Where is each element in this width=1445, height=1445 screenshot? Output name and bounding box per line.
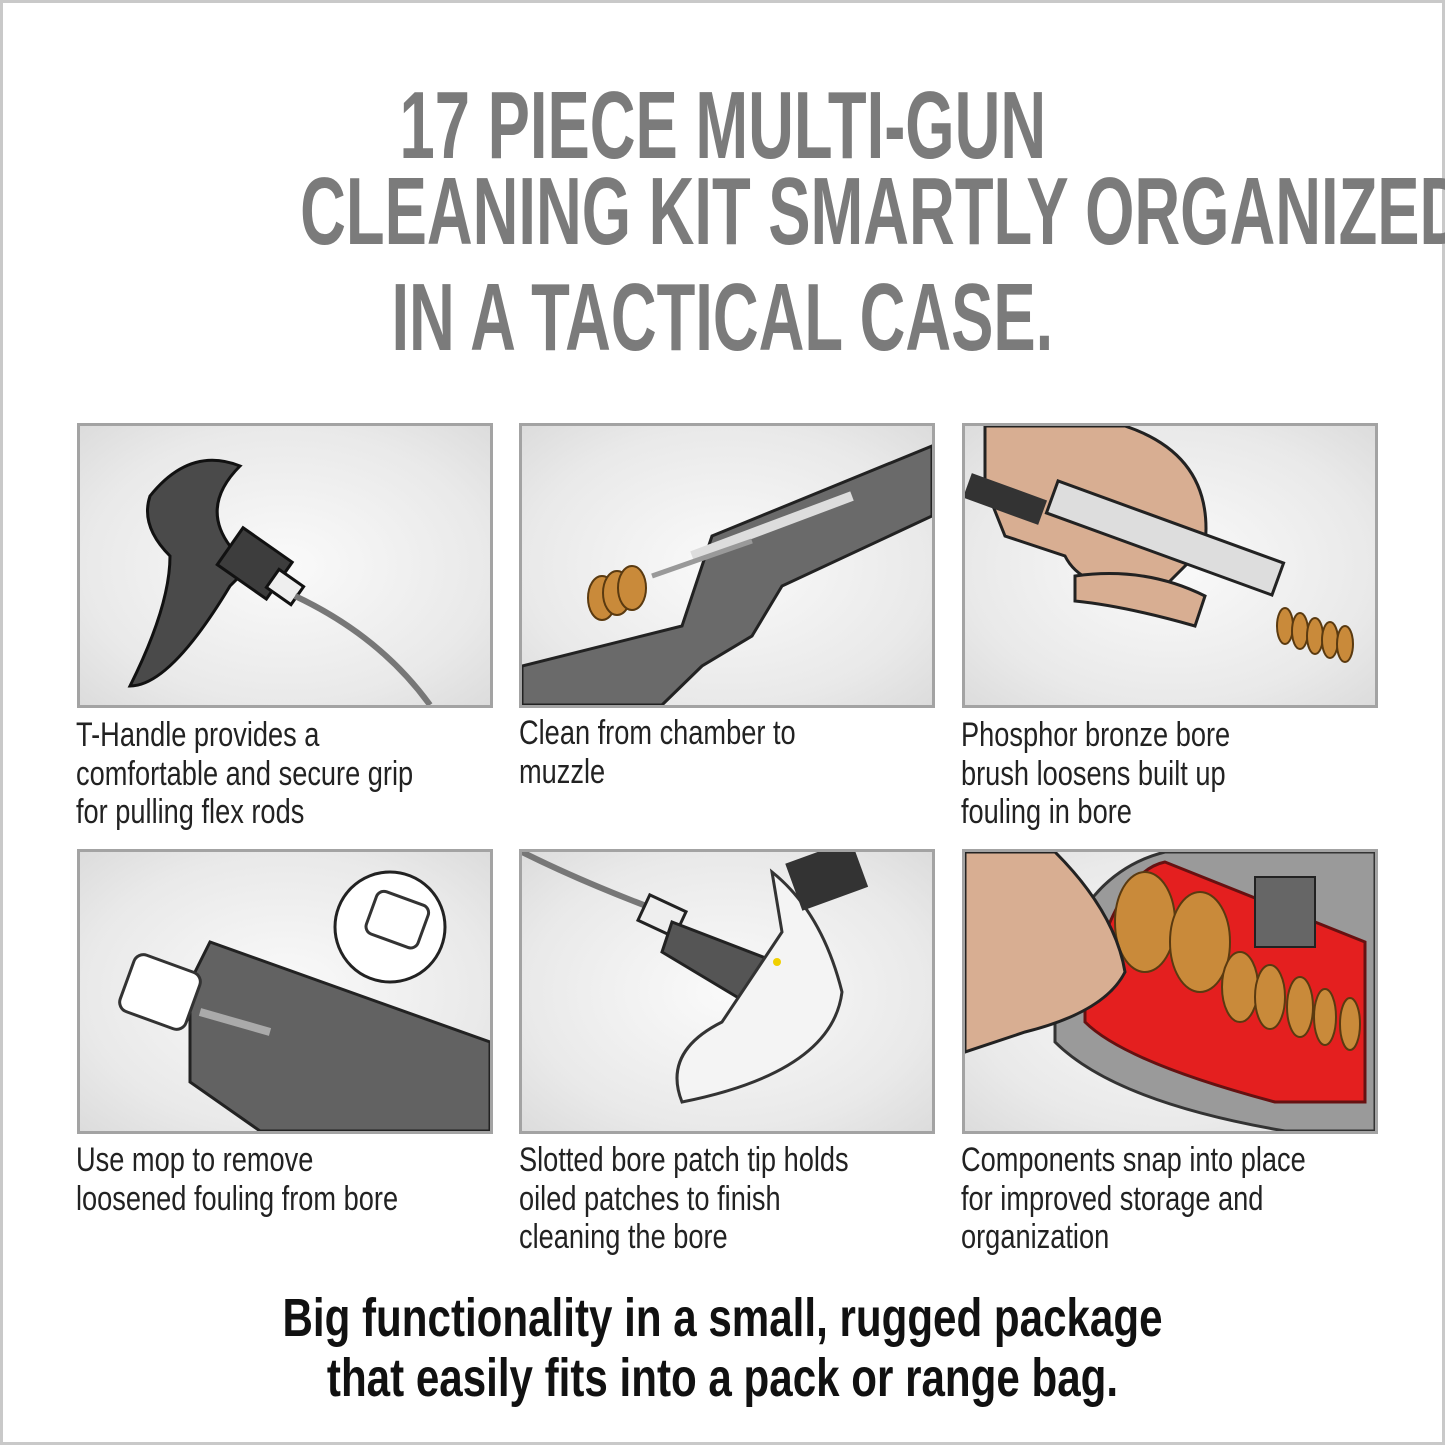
slotted-patch-tip-icon: [522, 852, 869, 1104]
organized-case-icon: [965, 852, 1375, 1131]
panel-case: [962, 849, 1378, 1134]
panel-mop: [77, 849, 493, 1134]
rifle-chamber-brush-icon: [522, 444, 932, 705]
panel-chamber: [519, 423, 935, 708]
mop-barrel-icon: [118, 870, 490, 1131]
panel-t-handle: [77, 423, 493, 708]
headline-line-2: CLEANING KIT SMARTLY ORGANIZED: [300, 158, 1445, 265]
panel-bore-brush: [962, 423, 1378, 708]
headline-line-3: IN A TACTICAL CASE.: [391, 264, 1054, 371]
panel-patch-tip: [519, 849, 935, 1134]
headline-line-1: 17 PIECE MULTI-GUN: [399, 72, 1046, 179]
hand-bore-brush-icon: [965, 426, 1354, 663]
t-handle-icon: [127, 458, 433, 705]
footer-text: Big functionality in a small, rugged pac…: [282, 1288, 1163, 1408]
